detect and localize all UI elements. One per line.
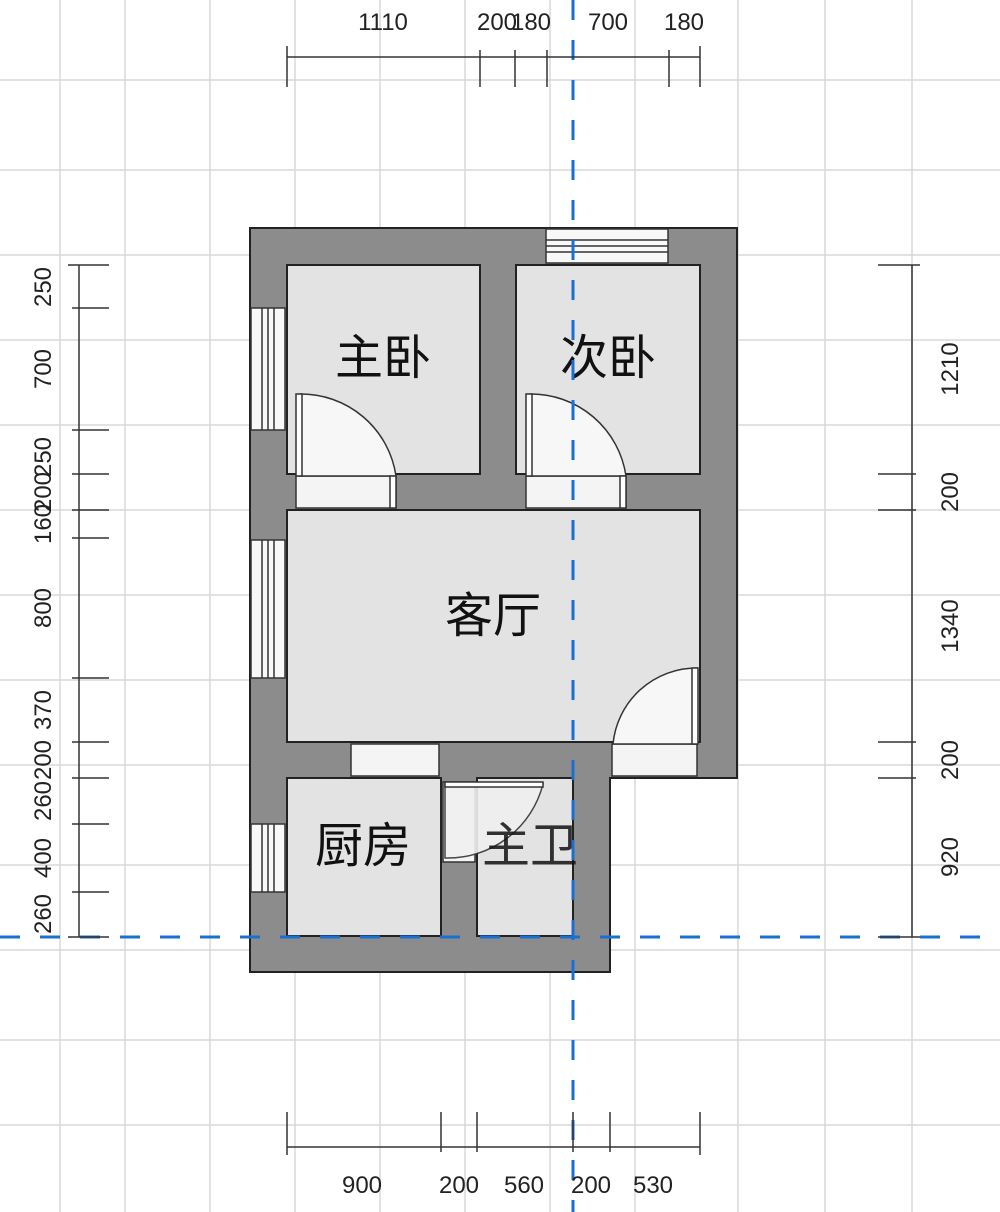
dim-bottom-4: 200	[571, 1172, 611, 1199]
dim-bottom-1: 900	[342, 1172, 382, 1199]
top-dimension: 1110 200 180 700 180	[286, 9, 704, 87]
dim-left-5: 160	[30, 504, 57, 544]
left-dimension: 250 700 250 200 160 800 370 200 260 400 …	[30, 264, 109, 938]
bottom-dimension: 900 200 560 200 530	[286, 1112, 701, 1199]
room-labels: 主卧 次卧 客厅 厨房 主卫	[315, 330, 656, 874]
windows	[250, 228, 669, 893]
dim-right-5: 920	[937, 837, 964, 877]
dim-top-2: 200	[477, 9, 517, 36]
dim-right-4: 200	[937, 740, 964, 780]
dim-bottom-2: 200	[439, 1172, 479, 1199]
dim-left-11: 260	[30, 894, 57, 934]
dim-left-10: 400	[30, 838, 57, 878]
dim-left-7: 370	[30, 690, 57, 730]
dim-right-2: 200	[937, 472, 964, 512]
dim-top-5: 180	[664, 9, 704, 36]
dim-top-1: 1110	[358, 9, 408, 36]
dim-top-3: 180	[511, 9, 551, 36]
door-living-entry[interactable]	[612, 667, 699, 745]
dim-left-3: 250	[30, 437, 57, 477]
dim-left-6: 800	[30, 588, 57, 628]
label-master-bath: 主卫	[482, 818, 578, 874]
dim-bottom-3: 560	[504, 1172, 544, 1199]
dim-bottom-5: 530	[633, 1172, 673, 1199]
door-second-bedroom[interactable]	[525, 393, 627, 509]
dim-left-1: 250	[30, 267, 57, 307]
label-kitchen: 厨房	[315, 818, 411, 874]
door-master-bath[interactable]	[444, 781, 544, 859]
dim-left-4: 200	[30, 472, 57, 512]
dim-right-1: 1210	[937, 342, 964, 395]
door-master-bedroom[interactable]	[295, 393, 397, 509]
label-second-bedroom: 次卧	[560, 330, 656, 386]
dim-left-9: 260	[30, 781, 57, 821]
doors	[295, 393, 699, 859]
label-living: 客厅	[445, 588, 541, 644]
dim-left-8: 200	[30, 740, 57, 780]
room-kitchen[interactable]	[286, 777, 442, 937]
dim-top-4: 700	[588, 9, 628, 36]
right-dimension: 1210 200 1340 200 920	[878, 264, 964, 938]
dim-left-2: 700	[30, 349, 57, 389]
label-master-bedroom: 主卧	[335, 330, 431, 386]
dim-right-3: 1340	[937, 599, 964, 652]
